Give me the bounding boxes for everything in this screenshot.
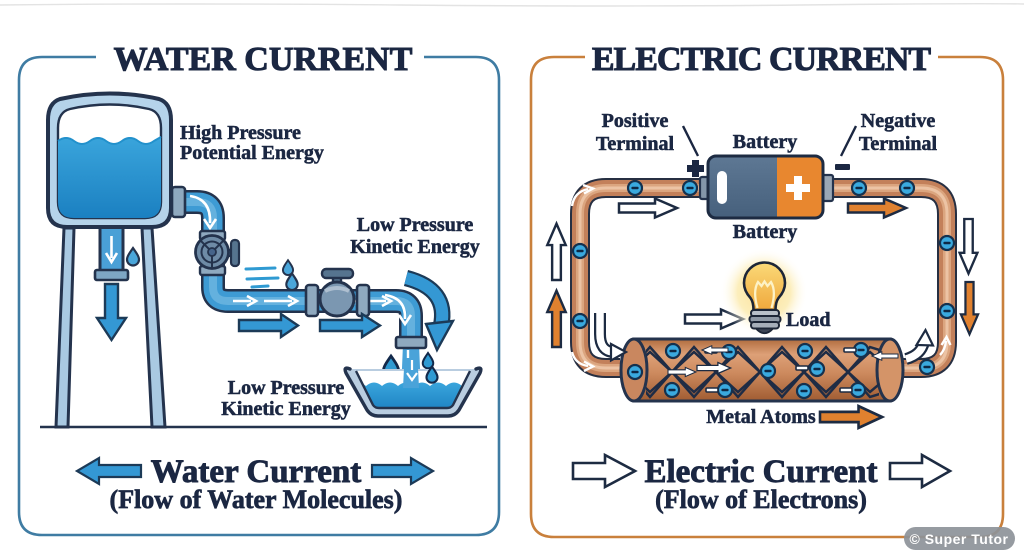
svg-text:Low Pressure: Low Pressure <box>228 377 345 399</box>
svg-text:ELECTRIC CURRENT: ELECTRIC CURRENT <box>592 41 932 78</box>
svg-text:WATER CURRENT: WATER CURRENT <box>114 41 413 78</box>
svg-text:(Flow of Electrons): (Flow of Electrons) <box>655 485 867 514</box>
svg-text:Kinetic Energy: Kinetic Energy <box>350 236 479 258</box>
svg-text:Positive: Positive <box>602 110 669 132</box>
svg-text:© Super Tutor: © Super Tutor <box>910 531 1009 547</box>
svg-text:Load: Load <box>786 309 830 331</box>
svg-text:Negative: Negative <box>861 110 936 132</box>
svg-text:Terminal: Terminal <box>859 133 938 155</box>
svg-text:Water Current: Water Current <box>151 454 362 490</box>
svg-text:Low Pressure: Low Pressure <box>357 214 474 236</box>
svg-text:Battery: Battery <box>733 131 797 153</box>
svg-text:Electric Current: Electric Current <box>644 454 877 490</box>
svg-text:(Flow of Water Molecules): (Flow of Water Molecules) <box>110 485 403 514</box>
svg-text:Potential Energy: Potential Energy <box>180 142 324 164</box>
svg-text:Battery: Battery <box>733 221 797 243</box>
svg-text:Terminal: Terminal <box>596 133 675 155</box>
svg-text:High Pressure: High Pressure <box>180 122 301 144</box>
svg-text:Kinetic Energy: Kinetic Energy <box>221 398 350 420</box>
svg-text:Metal Atoms: Metal Atoms <box>706 406 816 428</box>
